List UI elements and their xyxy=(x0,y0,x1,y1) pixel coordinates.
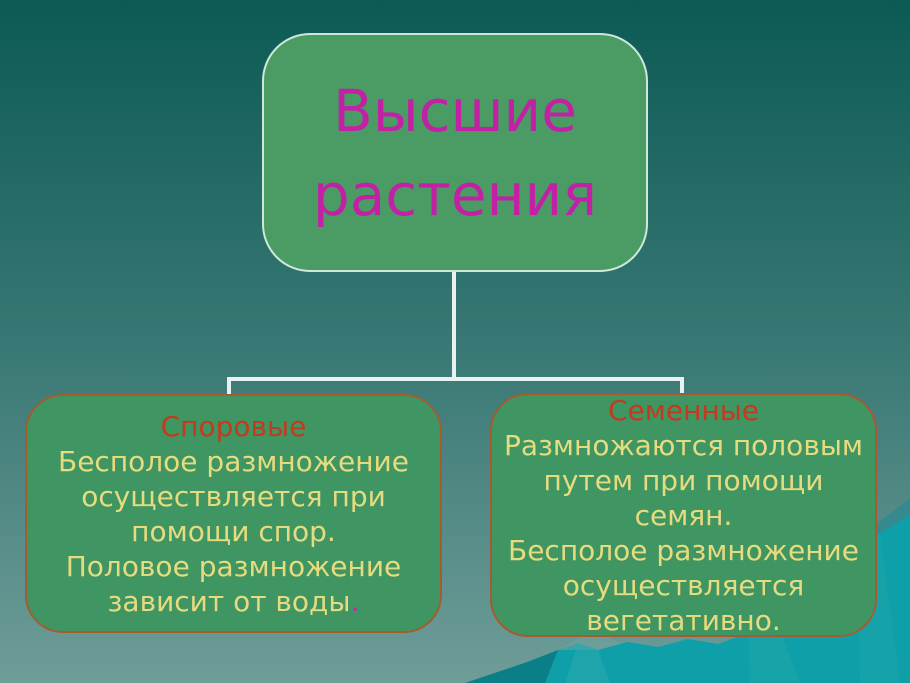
spore-node-heading: Споровые xyxy=(160,409,307,443)
connector-vertical-line xyxy=(452,271,456,381)
root-node-title: Высшие растения xyxy=(312,76,598,229)
spore-node-body: Бесполое размножение осуществляется при … xyxy=(58,444,409,619)
connector-right-drop-line xyxy=(680,377,684,395)
seed-node-heading: Семенные xyxy=(607,393,760,427)
magenta-period: . xyxy=(350,584,360,618)
seed-node-body: Размножаются половым путем при помощи се… xyxy=(503,428,864,637)
connector-horizontal-line xyxy=(227,377,684,381)
node-seed-plants: Семенные Размножаются половым путем при … xyxy=(490,393,877,637)
spore-node-body-text: Бесполое размножение осуществляется при … xyxy=(58,444,409,618)
node-higher-plants: Высшие растения xyxy=(262,33,648,272)
connector-left-drop-line xyxy=(227,377,231,396)
node-spore-plants: Споровые Бесполое размножение осуществля… xyxy=(25,394,442,633)
